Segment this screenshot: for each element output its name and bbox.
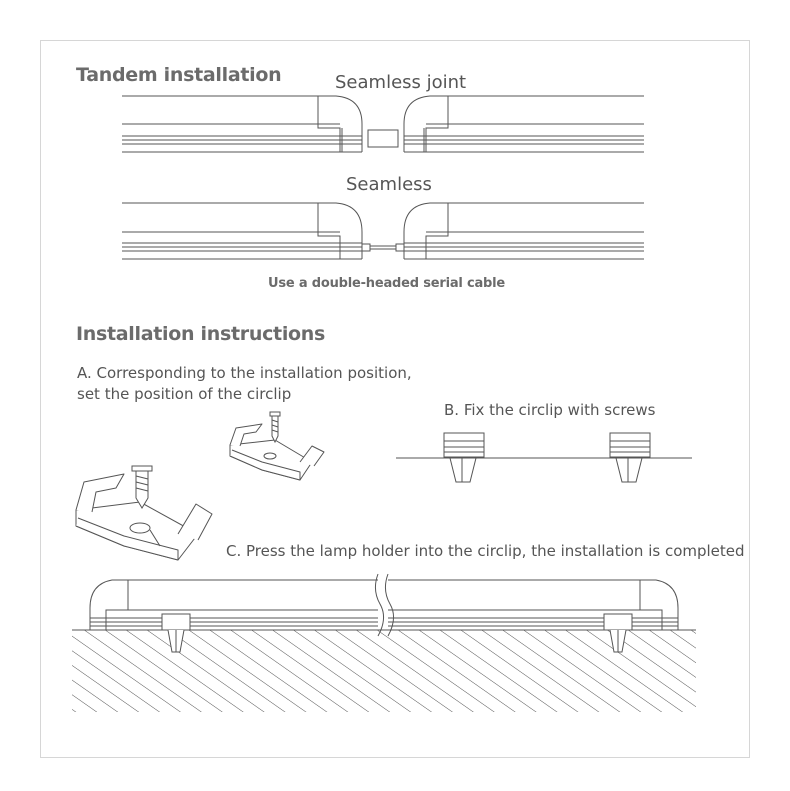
installation-instructions-title: Installation instructions <box>76 323 326 345</box>
circlip-fixed-right <box>609 432 651 483</box>
tandem-right-tube-top <box>403 95 644 153</box>
step-a-text-line2: set the position of the circlip <box>77 385 292 403</box>
step-a-text-line1: A. Corresponding to the installation pos… <box>77 364 412 382</box>
circlip-fixed-left <box>443 432 485 483</box>
serial-cable-caption: Use a double-headed serial cable <box>268 276 506 291</box>
tandem-installation-title: Tandem installation <box>76 64 282 86</box>
installed-circlip-left <box>161 613 191 653</box>
serial-cable <box>361 243 405 252</box>
seamless-joint-label: Seamless joint <box>335 72 467 93</box>
step-c-text: C. Press the lamp holder into the circli… <box>226 542 745 560</box>
screw-small <box>269 411 281 444</box>
tandem-left-tube-bottom <box>122 202 363 260</box>
tandem-left-tube-top <box>122 95 363 153</box>
screw-large <box>131 465 153 509</box>
circlip-small <box>229 423 325 481</box>
seamless-label: Seamless <box>346 174 432 195</box>
step-b-text: B. Fix the circlip with screws <box>444 401 656 419</box>
circlip-large <box>75 473 213 561</box>
installed-circlip-right <box>603 613 633 653</box>
wall-hatching <box>72 630 696 712</box>
tandem-right-tube-bottom <box>403 202 644 260</box>
diagram-frame <box>40 40 750 758</box>
joint-connector <box>367 129 399 148</box>
